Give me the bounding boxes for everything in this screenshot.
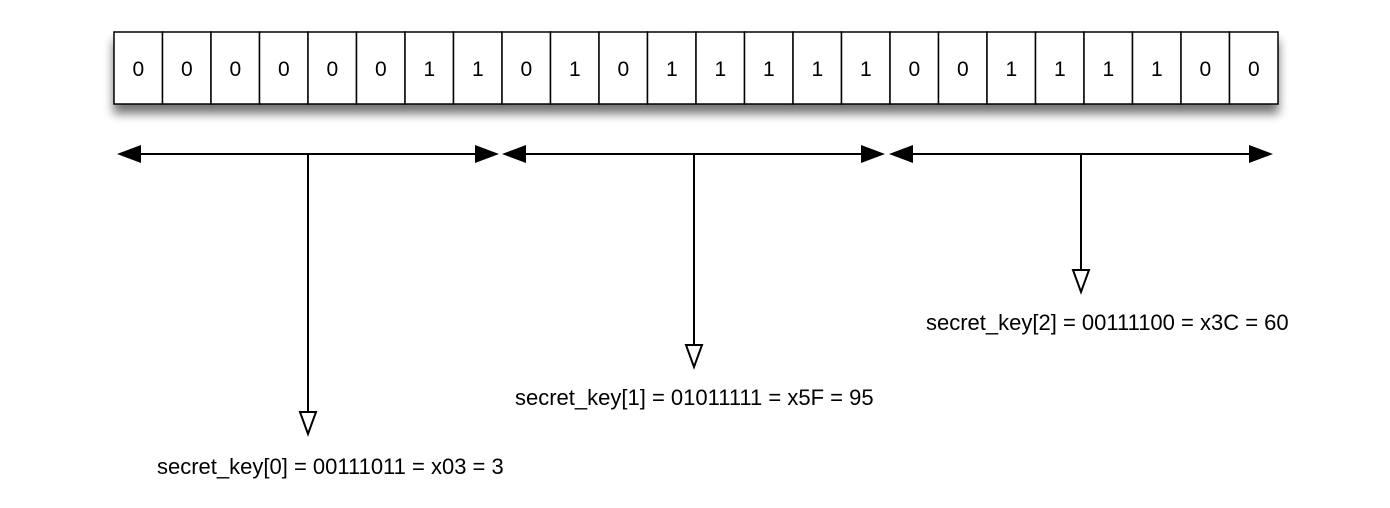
bit-value: 1	[666, 58, 678, 81]
bit-value: 1	[1005, 58, 1017, 81]
bit-cell: 1	[549, 31, 600, 105]
bit-cell-box	[695, 31, 746, 105]
bit-cell: 0	[937, 31, 988, 105]
bit-value: 1	[1102, 58, 1114, 81]
bit-cell: 0	[210, 31, 261, 105]
bit-cell: 0	[307, 31, 358, 105]
byte-segment-1: secret_key[1] = 01011111 = x5F = 95	[502, 145, 885, 410]
bit-cell-box	[452, 31, 503, 105]
bit-value: 0	[1199, 58, 1211, 81]
bit-cell-box	[210, 31, 261, 105]
bit-value: 0	[375, 58, 387, 81]
bit-cell-box	[1034, 31, 1085, 105]
bit-cell: 1	[1083, 31, 1134, 105]
bit-cell: 1	[840, 31, 891, 105]
bit-cell: 1	[695, 31, 746, 105]
bit-cell: 0	[598, 31, 649, 105]
bit-cell: 0	[889, 31, 940, 105]
right-arrowhead-icon	[1249, 145, 1273, 163]
bit-cell: 0	[1228, 31, 1279, 105]
bit-value: 1	[714, 58, 726, 81]
bit-cell-box	[1131, 31, 1182, 105]
bit-cell: 0	[355, 31, 406, 105]
byte-segment-0: secret_key[0] = 00111011 = x03 = 3	[117, 145, 504, 479]
bit-cell: 1	[986, 31, 1037, 105]
bit-cell: 0	[258, 31, 309, 105]
bit-cell-box	[646, 31, 697, 105]
bit-value: 1	[472, 58, 484, 81]
bit-cell: 1	[452, 31, 503, 105]
bit-value: 1	[860, 58, 872, 81]
bit-cell: 0	[501, 31, 552, 105]
right-arrowhead-icon	[861, 145, 885, 163]
right-arrowhead-icon	[475, 145, 499, 163]
bit-cell-box	[743, 31, 794, 105]
bit-cell: 1	[792, 31, 843, 105]
pointer-arrowhead-icon	[298, 411, 318, 437]
bit-cell-box	[1083, 31, 1134, 105]
bit-cell-box	[404, 31, 455, 105]
key-label-2: secret_key[2] = 00111100 = x3C = 60	[926, 310, 1289, 335]
bit-cell: 1	[743, 31, 794, 105]
bit-value: 1	[569, 58, 581, 81]
key-label-0: secret_key[0] = 00111011 = x03 = 3	[157, 454, 504, 479]
bit-cell-box	[840, 31, 891, 105]
bit-cell: 1	[1034, 31, 1085, 105]
bit-cell: 1	[404, 31, 455, 105]
bit-cell: 0	[161, 31, 212, 105]
bit-cell-box	[355, 31, 406, 105]
bit-value: 1	[811, 58, 823, 81]
bit-array: 0 0 0 0 0 0 1 1 0 1 0 1 1 1 1 1 0 0 1 1 1 1 0 0	[113, 31, 1279, 105]
pointer-arrowhead-icon	[1071, 269, 1091, 295]
bit-cell-box	[937, 31, 988, 105]
bit-cell-box	[1180, 31, 1231, 105]
bit-value: 1	[1151, 58, 1163, 81]
bit-cell: 0	[1180, 31, 1231, 105]
bit-value: 0	[181, 58, 193, 81]
left-arrowhead-icon	[117, 145, 141, 163]
byte-segment-2: secret_key[2] = 00111100 = x3C = 60	[889, 145, 1289, 335]
pointer-arrowhead-icon	[684, 344, 704, 370]
bit-cell-box	[1228, 31, 1279, 105]
bit-cell: 0	[113, 31, 164, 105]
bit-value: 0	[908, 58, 920, 81]
bit-cell: 1	[646, 31, 697, 105]
bit-value: 1	[763, 58, 775, 81]
bit-cell-box	[307, 31, 358, 105]
bit-value: 0	[520, 58, 532, 81]
bit-cell: 1	[1131, 31, 1182, 105]
bit-value: 1	[1054, 58, 1066, 81]
byte-segments: secret_key[0] = 00111011 = x03 = 3 secre…	[117, 145, 1289, 479]
bit-cell-box	[501, 31, 552, 105]
bit-value: 0	[132, 58, 144, 81]
bit-value: 0	[229, 58, 241, 81]
bit-cell-box	[986, 31, 1037, 105]
bit-value: 0	[1248, 58, 1260, 81]
bit-cell-box	[113, 31, 164, 105]
bit-value: 0	[278, 58, 290, 81]
bit-value: 0	[957, 58, 969, 81]
left-arrowhead-icon	[889, 145, 913, 163]
bit-value: 1	[423, 58, 435, 81]
bit-cell-box	[549, 31, 600, 105]
key-label-1: secret_key[1] = 01011111 = x5F = 95	[515, 385, 874, 410]
bit-cell-box	[161, 31, 212, 105]
bit-cell-box	[889, 31, 940, 105]
left-arrowhead-icon	[502, 145, 526, 163]
bit-value: 0	[326, 58, 338, 81]
bit-value: 0	[617, 58, 629, 81]
